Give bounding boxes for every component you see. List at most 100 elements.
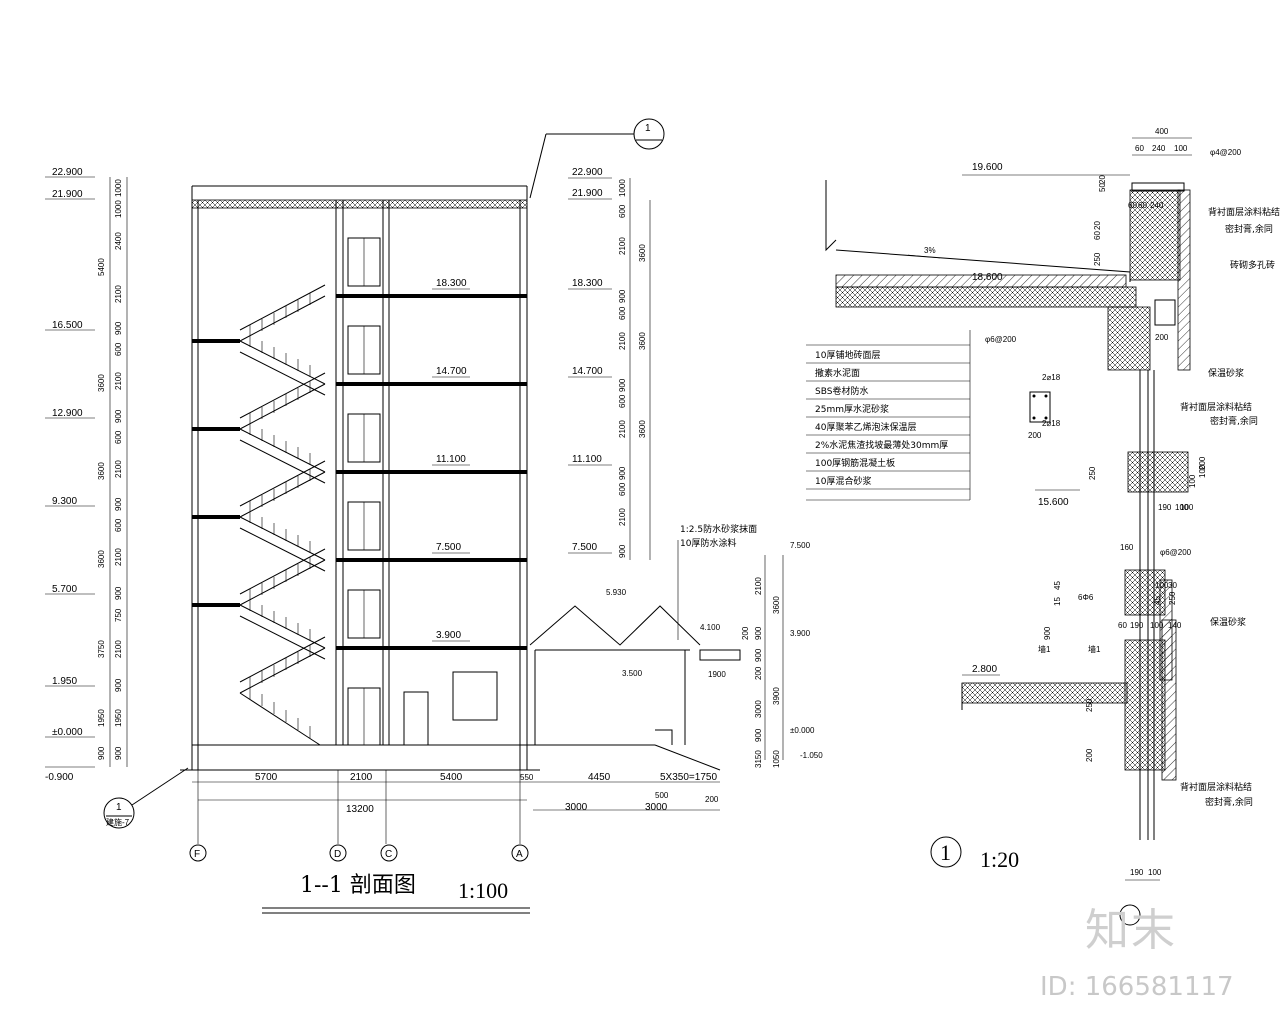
left-elev-4: 9.300	[52, 496, 77, 507]
detail-note-0: 背衬面层涂料粘结	[1208, 206, 1280, 218]
detail-dim-20: 30	[1168, 581, 1177, 590]
detail-dim-22: 45	[1153, 596, 1162, 605]
roof-slab	[191, 199, 528, 209]
detail-dims: 60 60 240 50 20 250 60 20 200 200 100 20…	[1028, 175, 1207, 881]
axis-markers: F D C A	[189, 770, 529, 862]
right-dim-inner-12: 900	[618, 544, 627, 558]
detail-dim-27: 140	[1168, 621, 1182, 630]
bottom-dim-3: 550	[520, 773, 534, 782]
annex-dim-6: 200	[754, 666, 763, 680]
left-dim-inner-6: 2100	[114, 372, 123, 390]
right-dim-inner-11: 2100	[618, 508, 627, 526]
detail-dim-23: 250	[1168, 591, 1177, 605]
right-elev-3: 14.700	[572, 366, 603, 377]
detail-callout-circle	[930, 836, 962, 868]
detail-wall-label-0: 墙1	[1038, 644, 1051, 654]
annex-dim-10: 1050	[772, 750, 781, 768]
bottom-dim-0: 5700	[255, 772, 278, 783]
right-dim-inner-1: 600	[618, 204, 627, 218]
left-dim-inner-14: 750	[114, 608, 123, 622]
detail-dim-5: 250	[1093, 252, 1102, 266]
detail-dim-21: 15	[1053, 597, 1062, 606]
rebar-section	[1029, 391, 1051, 423]
left-dim-inner-4: 900	[114, 321, 123, 335]
detail-dim-1: 60	[1138, 201, 1147, 210]
floor-level-0: 18.300	[436, 278, 467, 289]
right-dim-inner-0: 1000	[618, 179, 627, 197]
axis-f-circle	[189, 844, 207, 862]
detail-level-0: 19.600	[972, 162, 1003, 173]
bottom-sub-3: 200	[705, 795, 719, 804]
top-callout-number: 1	[645, 123, 651, 134]
coping	[1131, 182, 1185, 192]
left-dim-inner-13: 900	[114, 586, 123, 600]
left-elev-6: 1.950	[52, 676, 77, 687]
annex-dim-8: 3000	[754, 700, 763, 718]
detail-dim-16: 100	[1180, 503, 1194, 512]
detail-level-2: 15.600	[1038, 497, 1069, 508]
annex-note-0: 1:2.5防水砂浆抹面	[680, 523, 757, 535]
annex-level-2: 3.500	[622, 669, 643, 678]
watermark: 知末 ID: 166581117	[1040, 905, 1234, 1002]
bottom-total: 13200	[346, 804, 374, 815]
detail-note-5: 密封膏,余同	[1210, 415, 1258, 427]
detail-top-dim-3: 100	[1174, 144, 1188, 153]
detail-callout: 1	[940, 840, 951, 865]
left-dim-outer-2: 3600	[97, 462, 106, 480]
detail-rebar-5: φ6@200	[985, 335, 1017, 344]
bottom-dimensions: 5700 2100 5400 550 4450 5X350=1750 13200…	[192, 772, 720, 815]
left-dim-outer-4: 3750	[97, 640, 106, 658]
detail-note-1: 密封膏,余同	[1225, 223, 1273, 235]
wall-insulation-lower	[1161, 619, 1177, 781]
left-dim-inner-3: 2100	[114, 285, 123, 303]
detail-dim-29: 250	[1085, 698, 1094, 712]
annex-dim-7: 3900	[772, 687, 781, 705]
section-scale: 1:100	[458, 878, 508, 903]
detail-wall-label-1: 墙1	[1088, 644, 1101, 654]
right-dim-inner-10: 600	[618, 482, 627, 496]
detail-top-dim-1: 60	[1135, 144, 1144, 153]
right-elev-5: 7.500	[572, 542, 597, 553]
detail-rebar-1: φ6@200	[1160, 548, 1192, 557]
right-elev-1: 21.900	[572, 188, 603, 199]
detail-dim-26: 100	[1150, 621, 1164, 630]
detail-dim-10: 100	[1198, 464, 1207, 478]
parapet-insulation	[1177, 189, 1191, 371]
watermark-id: ID: 166581117	[1040, 972, 1234, 1002]
annex-level-6: -1.050	[800, 751, 823, 760]
detail-dim-2: 240	[1150, 201, 1164, 210]
detail-dim-24: 60	[1118, 621, 1127, 630]
detail-dim-31: 190	[1130, 868, 1144, 877]
detail-dim-17: 160	[1120, 543, 1134, 552]
right-elev-4: 11.100	[572, 454, 602, 465]
annex-dim-9: 3150	[754, 750, 763, 768]
annex	[527, 605, 741, 771]
left-elev-2: 16.500	[52, 320, 83, 331]
right-dim-outer-0: 3600	[638, 244, 647, 262]
detail-top-dim-0: 400	[1155, 127, 1169, 136]
left-elev-3: 12.900	[52, 408, 83, 419]
layer-5: 2%水泥焦渣找坡最薄处30mm厚	[815, 439, 948, 451]
detail-dim-13: 190	[1158, 503, 1172, 512]
bottom-callout-number: 1	[116, 802, 122, 813]
left-dim-inner-5: 600	[114, 342, 123, 356]
axis-label-c: C	[385, 849, 392, 860]
floor-level-3: 7.500	[436, 542, 461, 553]
lintel-mid	[1124, 569, 1166, 616]
left-dim-inner-16: 900	[114, 678, 123, 692]
annex-dim-3: 200	[741, 626, 750, 640]
left-dim-inner-1: 1000	[114, 200, 123, 218]
parapet	[1129, 189, 1181, 281]
annex-level-4: 3.900	[790, 629, 811, 638]
left-dim-outer-3: 3600	[97, 550, 106, 568]
left-dim-inner-9: 2100	[114, 460, 123, 478]
detail-dim-11: 200	[1198, 456, 1207, 470]
detail-dim-12: 250	[1088, 466, 1097, 480]
detail-drawing: 10厚铺地砖面层 撒素水泥面 SBS卷材防水 25mm厚水泥砂浆 40厚聚苯乙烯…	[806, 127, 1280, 926]
watermark-brand: 知末	[1085, 905, 1177, 956]
detail-axis-circle	[1119, 904, 1141, 926]
right-dim-inner-4: 600	[618, 306, 627, 320]
axis-label-f: F	[194, 849, 200, 860]
right-dim-inner-8: 2100	[618, 420, 627, 438]
left-dim-inner-18: 900	[114, 746, 123, 760]
